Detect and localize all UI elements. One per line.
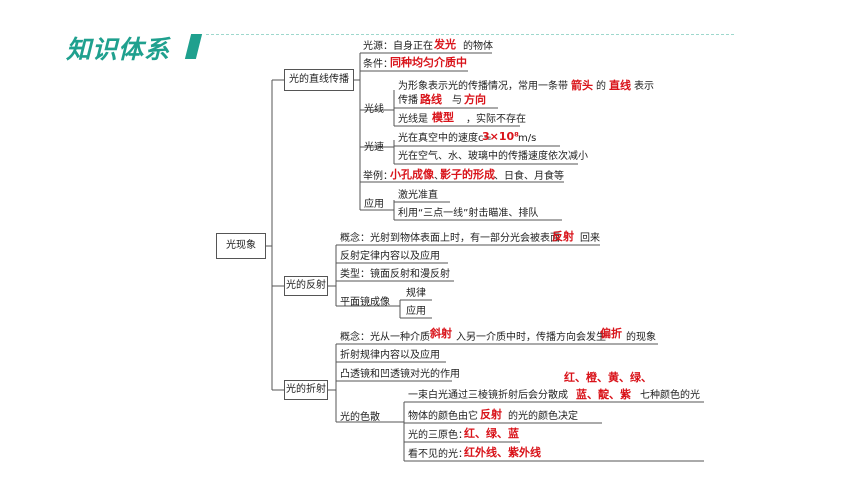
speed-line1-answer: 3×10⁸ <box>482 130 519 143</box>
reflection-law: 反射定律内容以及应用 <box>340 251 440 262</box>
ray-line1-prefix: 为形象表示光的传播情况，常用一条带 <box>398 81 568 92</box>
root-label: 光现象 <box>226 240 256 251</box>
dispersion-line3-answer: 红、绿、蓝 <box>464 427 519 440</box>
branch-node-straight[interactable]: 光的直线传播 <box>284 69 354 91</box>
dispersion-line2-answer: 反射 <box>480 408 502 421</box>
dispersion-line2-suffix: 的光的颜色决定 <box>508 411 578 422</box>
mirror-item2: 应用 <box>406 306 426 317</box>
examples-suffix: 、日食、月食等 <box>494 171 564 182</box>
branch-label-refraction: 光的折射 <box>286 384 326 395</box>
application-item2: 利用“三点一线”射击瞄准、排队 <box>398 208 539 219</box>
examples-prefix: 举例： <box>363 171 393 182</box>
refraction-law: 折射规律内容以及应用 <box>340 350 440 361</box>
branch-node-reflection[interactable]: 光的反射 <box>284 276 328 296</box>
ray-line3-answer: 模型 <box>432 111 454 124</box>
ray-line3-prefix: 光线是 <box>398 114 428 125</box>
refraction-lens: 凸透镜和凹透镜对光的作用 <box>340 369 460 380</box>
dispersion-line1-suffix: 七种颜色的光 <box>640 390 700 401</box>
ray-line1-answer2: 直线 <box>609 79 631 92</box>
ray-line2-answer1: 路线 <box>420 93 442 106</box>
application-label: 应用 <box>364 199 384 210</box>
dispersion-line1-answer-bottom: 蓝、靛、紫 <box>576 388 631 401</box>
speed-line1-prefix: 光在真空中的速度c= <box>398 133 492 144</box>
examples-answer1: 小孔成像 <box>390 168 434 181</box>
ray-line2-prefix: 传播 <box>398 95 418 106</box>
root-node[interactable]: 光现象 <box>216 233 266 259</box>
refraction-concept-prefix: 概念：光从一种介质 <box>340 332 430 343</box>
header-divider <box>206 34 734 35</box>
dispersion-line3-prefix: 光的三原色： <box>408 430 468 441</box>
speed-label: 光速 <box>364 142 384 153</box>
reflection-concept-prefix: 概念：光射到物体表面上时，有一部分光会被表面 <box>340 233 560 244</box>
branch-node-refraction[interactable]: 光的折射 <box>284 380 328 400</box>
refraction-concept-answer2: 偏折 <box>600 327 622 340</box>
speed-line2: 光在空气、水、玻璃中的传播速度依次减小 <box>398 151 588 162</box>
mirror-item1: 规律 <box>406 288 426 299</box>
condition-prefix: 条件： <box>363 59 393 70</box>
dispersion-line2-prefix: 物体的颜色由它 <box>408 411 478 422</box>
ray-line1-suffix: 表示 <box>634 81 654 92</box>
mirror-label: 平面镜成像 <box>340 297 390 308</box>
refraction-concept-suffix: 的现象 <box>626 332 656 343</box>
condition-answer: 同种均匀介质中 <box>390 56 467 69</box>
speed-line1-suffix: m/s <box>518 133 537 144</box>
source-prefix: 光源：自身正在 <box>363 41 433 52</box>
examples-sep: 、 <box>434 171 444 182</box>
reflection-concept-suffix: 回来 <box>580 233 600 244</box>
dispersion-line4-answer: 红外线、紫外线 <box>464 446 541 459</box>
dispersion-label: 光的色散 <box>340 412 380 423</box>
refraction-concept-mid: 入另一介质中时，传播方向会发生 <box>456 332 606 343</box>
reflection-concept-answer: 反射 <box>552 230 574 243</box>
ray-line1-mid: 的 <box>596 81 606 92</box>
ray-line3-suffix: ，实际不存在 <box>466 114 526 125</box>
ray-label: 光线 <box>364 104 384 115</box>
dispersion-line1-answer-top: 红、橙、黄、绿、 <box>564 371 652 384</box>
ray-line2-answer2: 方向 <box>464 93 486 106</box>
application-item1: 激光准直 <box>398 190 438 201</box>
branch-label-reflection: 光的反射 <box>286 280 326 291</box>
dispersion-line4-prefix: 看不见的光： <box>408 449 468 460</box>
examples-answer2: 影子的形成 <box>440 168 495 181</box>
dispersion-line1-prefix: 一束白光通过三棱镜折射后会分散成 <box>408 390 568 401</box>
section-title: 知识体系 <box>66 35 171 64</box>
source-suffix: 的物体 <box>463 41 493 52</box>
source-answer: 发光 <box>434 38 456 51</box>
refraction-concept-answer1: 斜射 <box>430 327 452 340</box>
branch-label-straight: 光的直线传播 <box>289 74 349 85</box>
ray-line1-answer1: 箭头 <box>571 79 593 92</box>
reflection-types: 类型：镜面反射和漫反射 <box>340 269 450 280</box>
ray-line2-mid: 与 <box>452 95 462 106</box>
